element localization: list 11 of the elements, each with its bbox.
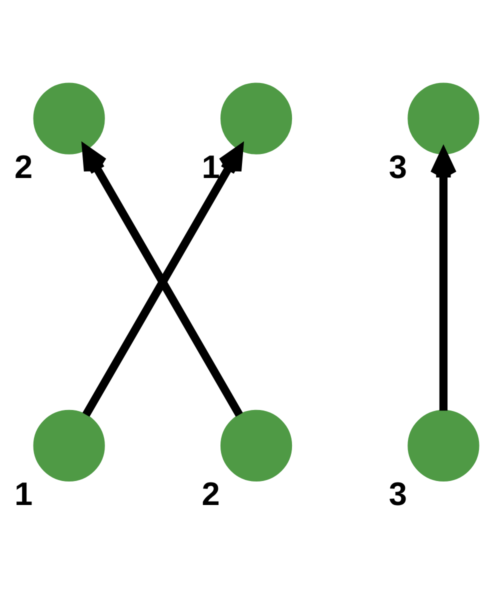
node-circle [408, 82, 480, 154]
node-label: 2 [14, 148, 33, 185]
node-label: 3 [388, 476, 408, 512]
node-circle [408, 410, 480, 482]
node-circle [220, 410, 292, 482]
node-circle [220, 82, 292, 154]
node-label: 1 [14, 476, 33, 512]
node-circle [33, 410, 105, 482]
node-label: 3 [388, 148, 408, 185]
node-circle [33, 82, 105, 154]
node-label: 2 [202, 476, 220, 512]
